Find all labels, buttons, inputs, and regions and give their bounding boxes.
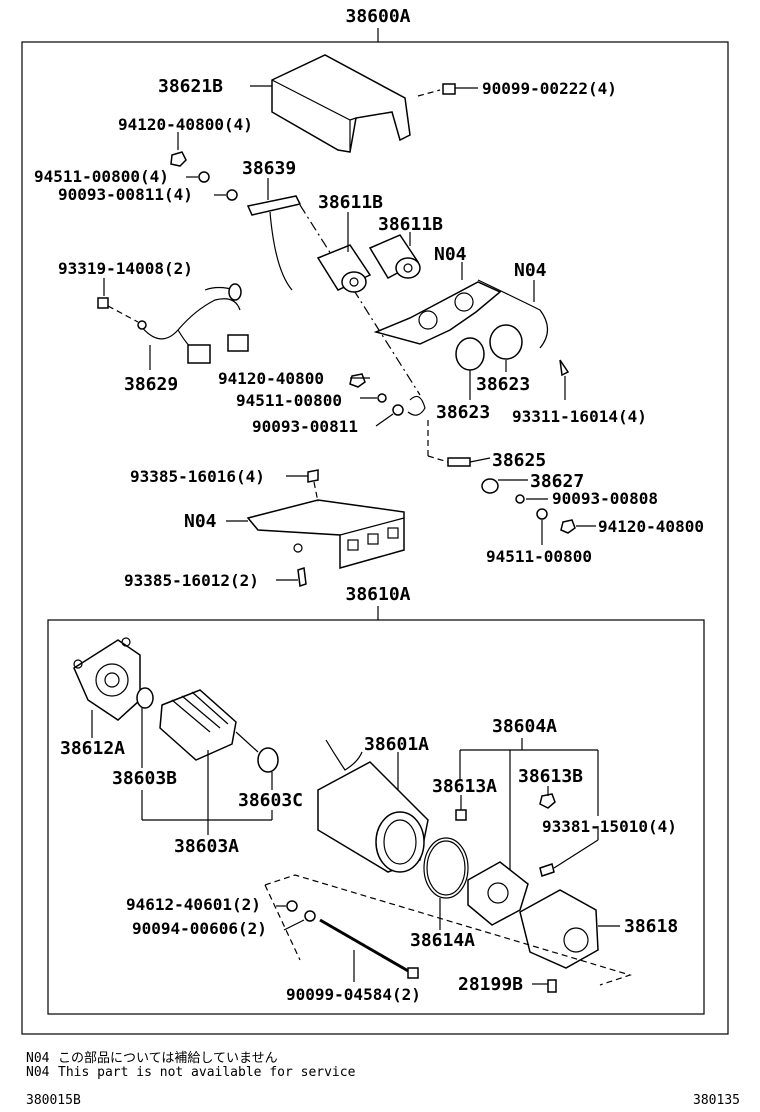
label-38629: 38629 — [124, 374, 178, 395]
nut-94120-40800-drawing — [170, 151, 187, 167]
label-90099-04584: 90099-04584(2) — [286, 985, 421, 1004]
end-cover-38618-drawing — [519, 889, 599, 969]
label-38610A: 38610A — [345, 584, 410, 605]
label-N04-plate: N04 — [434, 244, 467, 265]
label-38625: 38625 — [492, 450, 546, 471]
label-93311-16014: 93311-16014(4) — [512, 407, 647, 426]
label-38604A: 38604A — [492, 716, 557, 737]
label-93381-15010: 93381-15010(4) — [542, 817, 677, 836]
note-code-2: N04 — [26, 1065, 50, 1080]
bolt-38625-drawing — [447, 457, 471, 467]
label-38613B: 38613B — [518, 766, 583, 787]
brush-holder-38604A-drawing — [467, 861, 529, 926]
cap-38623-right-drawing — [489, 324, 523, 360]
bolt-90099-00222-drawing — [442, 83, 456, 95]
label-93385-16012: 93385-16012(2) — [124, 571, 259, 590]
solenoid-left-drawing — [316, 244, 372, 293]
label-38613A: 38613A — [432, 776, 497, 797]
label-94511-00800: 94511-00800 — [236, 391, 342, 410]
label-38614A: 38614A — [410, 930, 475, 951]
label-90093-00808: 90093-00808 — [552, 489, 658, 508]
label-38601A: 38601A — [364, 734, 429, 755]
cap-38623-left-drawing — [455, 337, 485, 371]
label-94511-00800-4: 94511-00800(4) — [34, 167, 169, 186]
grommet-38627-drawing — [481, 478, 499, 494]
assembly-frame-38610A — [47, 619, 705, 1015]
bracket-38639-drawing — [246, 195, 302, 216]
label-N04-cable: N04 — [514, 260, 547, 281]
label-38612A: 38612A — [60, 738, 125, 759]
housing-38612A-drawing — [73, 637, 141, 721]
label-38623-right: 38623 — [476, 374, 530, 395]
label-28199B: 28199B — [458, 974, 523, 995]
armature-drawing — [159, 689, 259, 761]
o-ring-38614A-drawing — [423, 837, 469, 899]
cable-N04-drawing — [477, 279, 549, 349]
label-38623-left: 38623 — [436, 402, 490, 423]
plate-N04-drawing — [373, 281, 502, 345]
label-94511-00800-right: 94511-00800 — [486, 547, 592, 566]
label-93319-14008: 93319-14008(2) — [58, 259, 193, 278]
note-code-1: N04 — [26, 1051, 50, 1066]
label-38603B: 38603B — [112, 768, 177, 789]
yoke-38601A-drawing — [317, 739, 429, 873]
footer-left-code: 380015B — [26, 1093, 81, 1108]
assembly-frame-38600A — [21, 41, 729, 1035]
label-38618: 38618 — [624, 916, 678, 937]
label-94612-40601: 94612-40601(2) — [126, 895, 261, 914]
label-90093-00811: 90093-00811 — [252, 417, 358, 436]
bracket-N04-lower-drawing — [246, 499, 405, 569]
label-90094-00606: 90094-00606(2) — [132, 919, 267, 938]
label-38611B-right: 38611B — [378, 214, 443, 235]
label-90099-00222: 90099-00222(4) — [482, 79, 617, 98]
footer-right-code: 380135 — [693, 1093, 740, 1108]
label-94120-40800-4: 94120-40800(4) — [118, 115, 253, 134]
label-38621B: 38621B — [158, 76, 223, 97]
label-93385-16016: 93385-16016(4) — [130, 467, 265, 486]
label-38611B-left: 38611B — [318, 192, 383, 213]
label-38603A: 38603A — [174, 836, 239, 857]
cover-38621B-drawing — [271, 54, 411, 153]
solenoid-right-drawing — [368, 234, 421, 279]
label-94120-40800-right: 94120-40800 — [598, 517, 704, 536]
label-90093-00811-4: 90093-00811(4) — [58, 185, 193, 204]
through-bolt-drawing — [407, 967, 419, 979]
label-38627: 38627 — [530, 471, 584, 492]
note-text-en: This part is not available for service — [58, 1065, 356, 1080]
note-text-jp: この部品については補給していません — [58, 1051, 278, 1066]
label-N04-bracket: N04 — [184, 511, 217, 532]
harness-38629-drawing — [137, 283, 249, 364]
label-94120-40800: 94120-40800 — [218, 369, 324, 388]
label-38639: 38639 — [242, 158, 296, 179]
label-38600A: 38600A — [345, 6, 410, 27]
label-38603C: 38603C — [238, 790, 303, 811]
